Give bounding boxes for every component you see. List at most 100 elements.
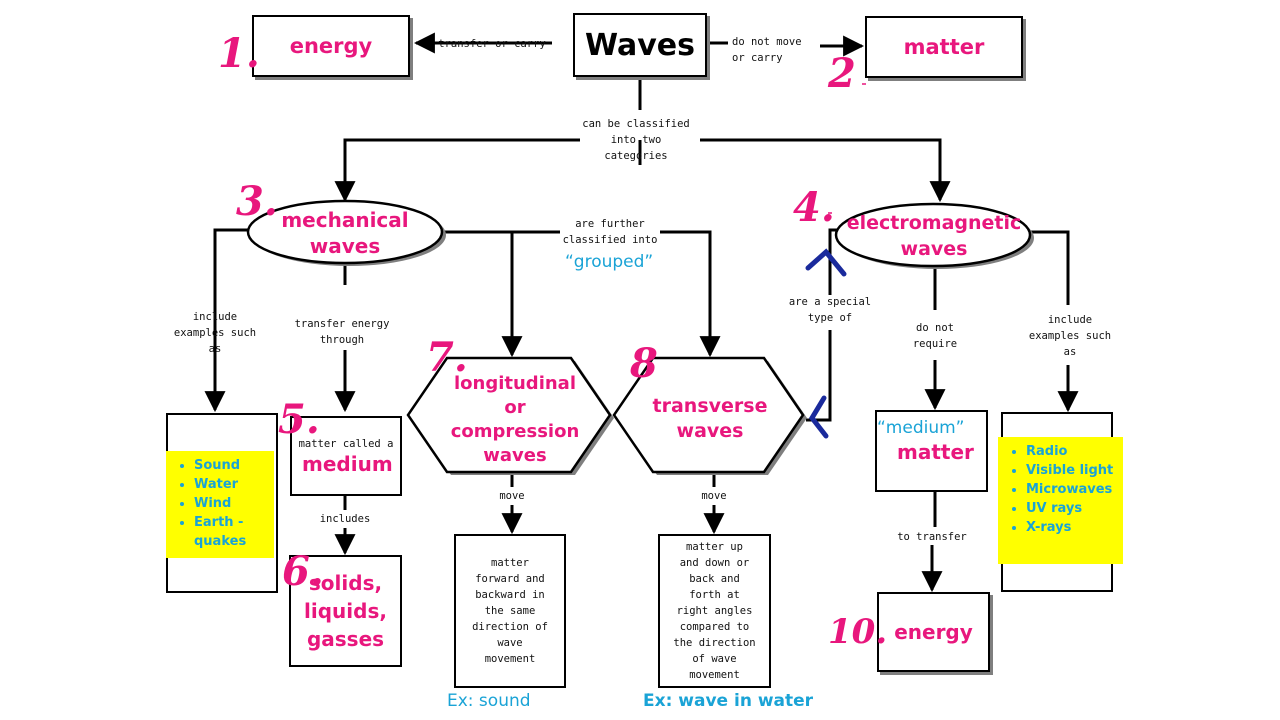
em-examples-list: Radio Visible light Microwaves UV rays X… (998, 437, 1123, 564)
mechanical-line-2: waves (309, 234, 381, 258)
transverse-description: matter up and down or back and forth at … (673, 539, 755, 683)
matter-right-label: matter (897, 440, 974, 464)
longitudinal-description-box: matter forward and backward in the same … (454, 534, 566, 688)
matter-called-label: matter called a (298, 438, 394, 450)
transfer-energy-line-2: through (319, 334, 365, 346)
waves-title-box: Waves (573, 13, 707, 77)
long-desc-1: matter (491, 557, 529, 569)
electromagnetic-line-1: electromagnetic (846, 212, 1022, 234)
classified-label: can be classified into two categories (575, 116, 697, 164)
transfer-energy-line-1: transfer energy (294, 318, 390, 330)
transfer-energy-label: transfer energy through (282, 316, 402, 348)
longitudinal-line-3: compression (450, 421, 580, 442)
mechanical-line-1: mechanical (281, 208, 409, 232)
move-label-right: move (701, 490, 727, 502)
number-10: 10. (828, 612, 888, 652)
electromagnetic-line-2: waves (900, 238, 968, 260)
example-sound: Sound (194, 456, 274, 475)
example-uv-rays: UV rays (1026, 499, 1123, 518)
move-label-left: move (499, 490, 525, 502)
transverse-line-2: waves (676, 420, 744, 442)
special-line-1: are a special (788, 296, 872, 308)
waves-title: Waves (584, 27, 696, 63)
do-not-move-line-1: do not move (732, 36, 802, 48)
energy-label-bottom: energy (894, 620, 973, 644)
include-examples-left: include examples such as (160, 309, 270, 357)
long-desc-5: direction of (472, 621, 548, 633)
long-desc-3: backward in (475, 589, 545, 601)
trans-desc-9: movement (689, 669, 740, 681)
number-6: 6. (282, 548, 324, 595)
matter-label-top: matter (903, 35, 985, 59)
include-left-line-3: as (208, 343, 222, 355)
longitudinal-line-4: waves (483, 445, 547, 466)
include-left-line-1: include (192, 311, 238, 323)
number-1: 1. (218, 30, 260, 77)
long-desc-4: the same (484, 605, 536, 617)
example-visible-light: Visible light (1026, 461, 1123, 480)
mechanical-examples-list: Sound Water Wind Earth - quakes (166, 451, 274, 558)
trans-desc-5: right angles (676, 605, 753, 617)
further-line-1: are further (575, 218, 645, 230)
classified-line-2: into two (610, 134, 662, 146)
transfer-or-carry-label: transfer or carry (438, 38, 546, 50)
medium-quoted: “medium” (877, 418, 965, 438)
long-desc-7: movement (484, 653, 536, 665)
number-5: 5. (278, 396, 320, 443)
transverse-description-box: matter up and down or back and forth at … (658, 534, 771, 688)
trans-desc-7: the direction (673, 637, 756, 649)
example-x-rays: X-rays (1026, 518, 1123, 537)
special-type-label: are a special type of (770, 294, 890, 326)
medium-matter-box: “medium” matter (875, 410, 988, 492)
example-water-caption: Ex: wave in water (643, 691, 814, 711)
do-not-require-line-1: do not (916, 322, 954, 334)
example-radio: Radio (1026, 442, 1123, 461)
transverse-line-1: transverse (652, 395, 768, 417)
include-examples-right: include examples such as (1015, 312, 1125, 360)
include-right-line-1: include (1047, 314, 1093, 326)
energy-label-top: energy (289, 34, 373, 58)
trans-desc-8: of wave (692, 653, 737, 665)
medium-box: matter called a medium (290, 416, 402, 496)
further-classified-label: are further classified into (552, 216, 668, 248)
further-line-2: classified into (562, 234, 658, 246)
number-2: 2 (828, 50, 856, 97)
solids-line-2: liquids, (304, 599, 387, 623)
longitudinal-description: matter forward and backward in the same … (472, 555, 548, 667)
energy-box-top: energy (252, 15, 410, 77)
example-earthquakes: Earth - quakes (194, 513, 274, 551)
energy-box-bottom: energy (877, 592, 990, 672)
trans-desc-2: and down or (679, 557, 750, 569)
example-sound-caption: Ex: sound (447, 691, 531, 711)
include-right-line-2: examples such (1028, 330, 1112, 342)
trans-desc-3: back and (689, 573, 740, 585)
example-water: Water (194, 475, 274, 494)
trans-desc-1: matter up (686, 541, 743, 553)
example-wind: Wind (194, 494, 274, 513)
electromagnetic-waves-label: electromagnetic waves (838, 208, 1030, 264)
longitudinal-waves-label: longitudinal or compression waves (420, 372, 610, 468)
longitudinal-line-1: longitudinal (453, 373, 576, 394)
classified-line-3: categories (604, 150, 668, 162)
to-transfer-label: to transfer (897, 531, 967, 543)
number-4: 4. (793, 184, 835, 231)
do-not-require-label: do not require (885, 320, 985, 352)
includes-label: includes (319, 513, 371, 525)
include-left-line-2: examples such (173, 327, 257, 339)
number-8: 8 (630, 340, 658, 387)
number-7: 7. (426, 334, 468, 381)
trans-desc-4: forth at (689, 589, 740, 601)
solids-box: solids, liquids, gasses (289, 555, 402, 667)
long-desc-6: wave (497, 637, 523, 649)
mechanical-waves-label: mechanical waves (250, 205, 440, 261)
longitudinal-line-2: or (504, 397, 526, 418)
special-line-2: type of (807, 312, 853, 324)
solids-line-3: gasses (306, 627, 385, 651)
example-microwaves: Microwaves (1026, 480, 1123, 499)
transverse-waves-label: transverse waves (620, 394, 800, 444)
classified-line-1: can be classified (582, 118, 690, 130)
medium-word: medium (302, 452, 393, 476)
number-3: 3. (236, 178, 278, 225)
grouped-label: “grouped” (565, 252, 654, 272)
